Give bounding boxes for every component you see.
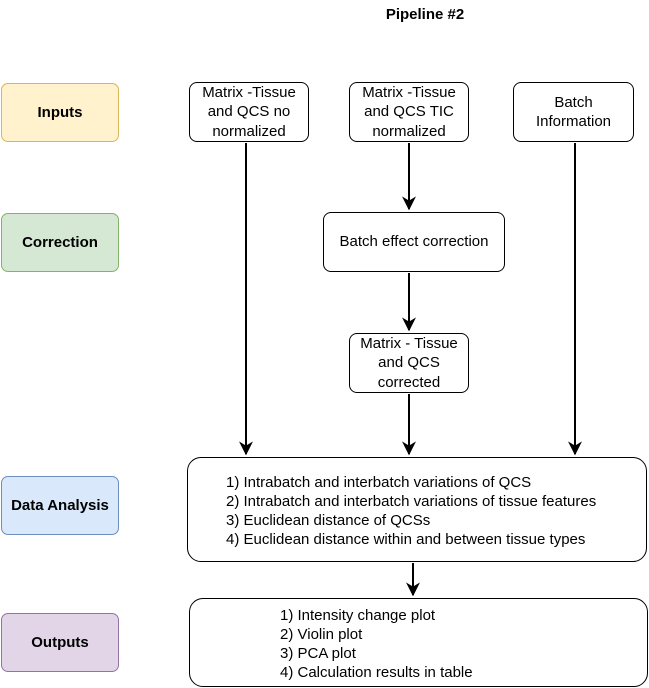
node-matrix-no-normalized: Matrix -Tissue and QCS no normalized	[189, 82, 309, 142]
analysis-item: 4) Euclidean distance within and between…	[226, 531, 586, 548]
node-batch-effect-correction: Batch effect correction	[323, 212, 505, 272]
stage-data-analysis: Data Analysis	[1, 476, 119, 535]
output-item: 1) Intensity change plot	[280, 607, 436, 624]
output-item: 3) PCA plot	[280, 645, 356, 662]
node-line: Batch effect correction	[339, 233, 489, 251]
node-outputs: 1) Intensity change plot 2) Violin plot …	[189, 598, 648, 687]
output-item: 2) Violin plot	[280, 626, 363, 643]
analysis-item: 1) Intrabatch and interbatch variations …	[226, 474, 532, 491]
node-line: Information	[535, 113, 612, 130]
node-matrix-corrected: Matrix - Tissue and QCS corrected	[349, 333, 469, 393]
output-item: 4) Calculation results in table	[280, 664, 473, 681]
stage-inputs: Inputs	[1, 83, 119, 142]
node-line: and QCS	[378, 354, 440, 372]
analysis-item: 2) Intrabatch and interbatch variations …	[226, 493, 597, 510]
stage-correction: Correction	[1, 213, 119, 272]
node-line: Matrix -Tissue	[202, 83, 296, 101]
stage-outputs: Outputs	[1, 613, 119, 672]
node-data-analysis: 1) Intrabatch and interbatch variations …	[187, 457, 647, 562]
diagram-title: Pipeline #2	[385, 6, 465, 23]
node-line: corrected	[377, 373, 441, 391]
node-line: Matrix - Tissue	[360, 334, 458, 352]
node-line: Matrix -Tissue	[362, 83, 456, 101]
analysis-item: 3) Euclidean distance of QCSs	[226, 512, 431, 529]
node-line: Batch	[554, 93, 593, 111]
node-line: and QCS no	[207, 103, 291, 121]
node-matrix-tic-normalized: Matrix -Tissue and QCS TIC normalized	[349, 82, 469, 142]
node-line: normalized	[212, 122, 286, 140]
node-line: normalized	[372, 122, 446, 140]
node-batch-information: Batch Information	[513, 82, 634, 142]
node-line: and QCS TIC	[364, 103, 454, 121]
